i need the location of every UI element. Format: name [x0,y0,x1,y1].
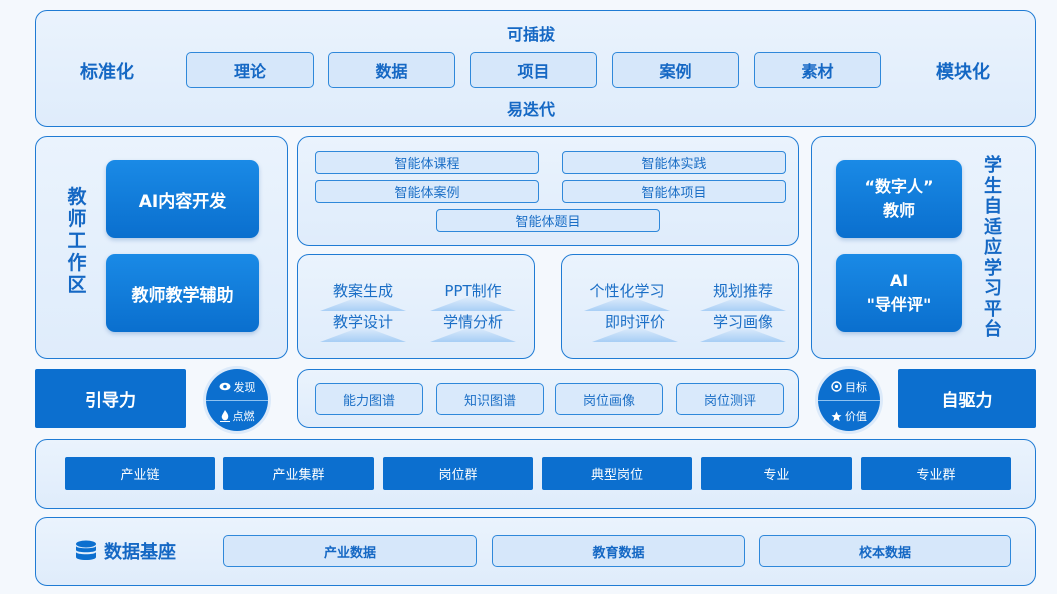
tool-teaching-design: 教学设计 [320,311,406,342]
industry-chain: 产业链 [65,457,215,490]
eye-icon [219,382,230,391]
item-theory: 理论 [186,52,314,88]
map-job-eval: 岗位测评 [676,383,784,415]
industry-data: 产业数据 [223,535,477,567]
agent-course: 智能体课程 [315,151,539,174]
self-driven-box: 自驱力 [898,369,1036,428]
item-data: 数据 [328,52,455,88]
map-ability: 能力图谱 [315,383,423,415]
map-knowledge: 知识图谱 [436,383,544,415]
standardization-label: 标准化 [80,62,134,83]
database-label: 数据基座 [104,542,176,563]
item-material: 素材 [754,52,881,88]
database-icon [76,540,96,560]
teacher-workspace-label: 教师工作区 [67,186,87,296]
flame-icon [219,410,230,422]
value-label: 价值 [845,410,867,423]
tool-instant-eval: 即时评价 [592,311,678,342]
job-group: 岗位群 [383,457,533,490]
digital-teacher-button[interactable]: “数字人” 教师 [836,160,962,238]
ai-content-dev-button[interactable]: AI内容开发 [106,160,259,238]
tool-personalized: 个性化学习 [584,280,670,311]
student-platform-label: 学生自适应学习平台 [984,155,1002,340]
agent-practice: 智能体实践 [562,151,786,174]
goal-value-circle: 目标 价值 [818,369,880,431]
agent-case: 智能体案例 [315,180,539,203]
goal-label: 目标 [845,380,867,394]
agent-project: 智能体项目 [562,180,786,203]
star-icon [831,411,842,421]
map-job-profile: 岗位画像 [555,383,663,415]
tool-learning-analysis: 学情分析 [430,311,516,342]
major-group: 专业群 [861,457,1011,490]
target-icon [831,381,842,392]
typical-job: 典型岗位 [542,457,692,490]
major: 专业 [701,457,852,490]
tool-learning-profile: 学习画像 [700,311,786,342]
tool-planning: 规划推荐 [700,280,786,311]
tool-lesson-plan: 教案生成 [320,280,406,311]
guiding-force-box: 引导力 [35,369,186,428]
ignite-label: 点燃 [232,410,255,423]
industry-cluster: 产业集群 [223,457,374,490]
item-project: 项目 [470,52,597,88]
discover-label: 发现 [233,380,256,394]
teaching-assist-button[interactable]: 教师教学辅助 [106,254,259,332]
pluggable-label: 可插拔 [506,25,555,44]
tool-ppt: PPT制作 [430,280,516,311]
education-data: 教育数据 [492,535,745,567]
ai-guide-button[interactable]: AI "导伴评" [836,254,962,332]
school-data: 校本数据 [759,535,1011,567]
modularization-label: 模块化 [936,62,990,83]
discover-ignite-circle: 发现 点燃 [206,369,268,431]
item-case: 案例 [612,52,739,88]
iterable-label: 易迭代 [506,100,555,119]
agent-question: 智能体题目 [436,209,660,232]
